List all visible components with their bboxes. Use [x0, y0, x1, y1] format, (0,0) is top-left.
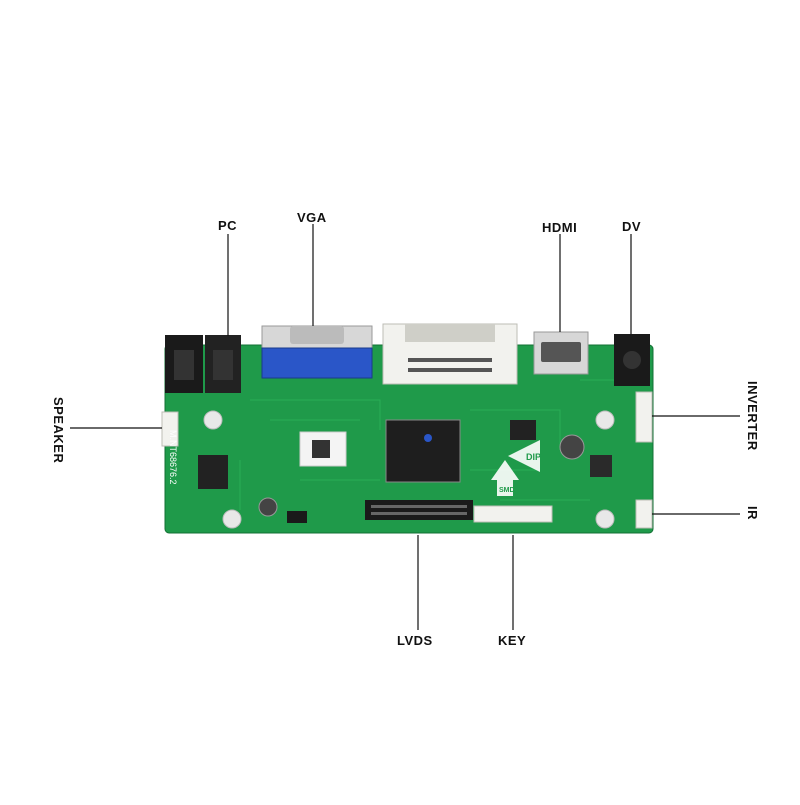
label-key: KEY [498, 633, 527, 648]
smd-arrow-label: SMD [499, 487, 515, 494]
dip-arrow-label: DIP [526, 452, 541, 462]
label-vga: VGA [297, 210, 327, 225]
mount-hole-4 [595, 509, 615, 529]
label-inverter: INVERTER [745, 381, 760, 451]
capacitor-1 [559, 434, 585, 460]
lvds-header [365, 500, 473, 520]
dip-arrow: DIP [508, 440, 541, 472]
main-chip [385, 419, 461, 483]
label-hdmi: HDMI [542, 220, 578, 235]
pcb-traces [239, 379, 630, 510]
label-dv: DV [622, 219, 642, 234]
capacitor-2 [258, 497, 278, 517]
speaker-connector [161, 411, 179, 447]
inductor [590, 455, 612, 477]
inverter-connector [635, 391, 653, 443]
mount-hole-1 [203, 410, 223, 430]
key-connector [473, 505, 553, 523]
board-model: M.NT68676.2 [168, 430, 178, 485]
label-speaker: SPEAKER [51, 397, 66, 464]
vga-connector [261, 347, 373, 379]
ic-regulator [510, 420, 536, 440]
ic-left [198, 455, 228, 489]
dvi-pins [408, 358, 492, 372]
mount-hole-3 [595, 410, 615, 430]
label-pc: PC [218, 218, 238, 233]
label-ir: IR [745, 506, 760, 520]
jumper [287, 511, 307, 523]
mount-hole-2 [222, 509, 242, 529]
callout-lines [70, 224, 740, 630]
ir-connector [635, 499, 653, 529]
smd-arrow: SMD [491, 460, 519, 496]
label-lvds: LVDS [397, 633, 433, 648]
